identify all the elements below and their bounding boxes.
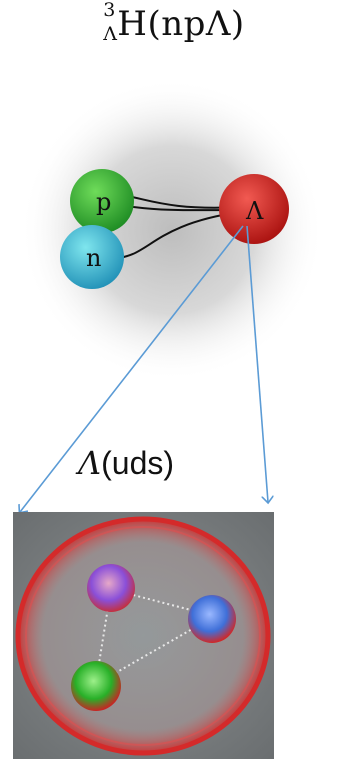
proton-sphere <box>70 169 134 233</box>
zoom-arrow-right <box>246 225 268 502</box>
lambda-quark-panel <box>13 512 274 759</box>
neutron-label: n <box>86 244 101 272</box>
caption-lambda-symbol: Λ <box>78 444 102 482</box>
neutron-sphere <box>60 225 124 289</box>
lambda-label: Λ <box>245 197 264 225</box>
neutron-lambda-bond <box>112 211 241 259</box>
zoom-arrow-left <box>20 225 244 512</box>
lambda-sphere <box>219 174 289 244</box>
quark-bag-rim <box>25 526 261 746</box>
hypernucleus-halo <box>20 78 324 382</box>
lambda-quark-caption: Λ(uds) <box>78 444 218 482</box>
quark-purple <box>87 564 135 612</box>
quark-bag <box>15 516 271 756</box>
title-hyperon-subscript: Λ <box>103 23 118 45</box>
title-text: H(npΛ) <box>117 4 245 44</box>
quark-green <box>71 661 121 711</box>
title-mass-number: 3 <box>103 0 116 21</box>
quark-blue <box>188 595 236 643</box>
caption-quarks: (uds) <box>101 445 175 481</box>
proton-label: p <box>96 188 111 216</box>
